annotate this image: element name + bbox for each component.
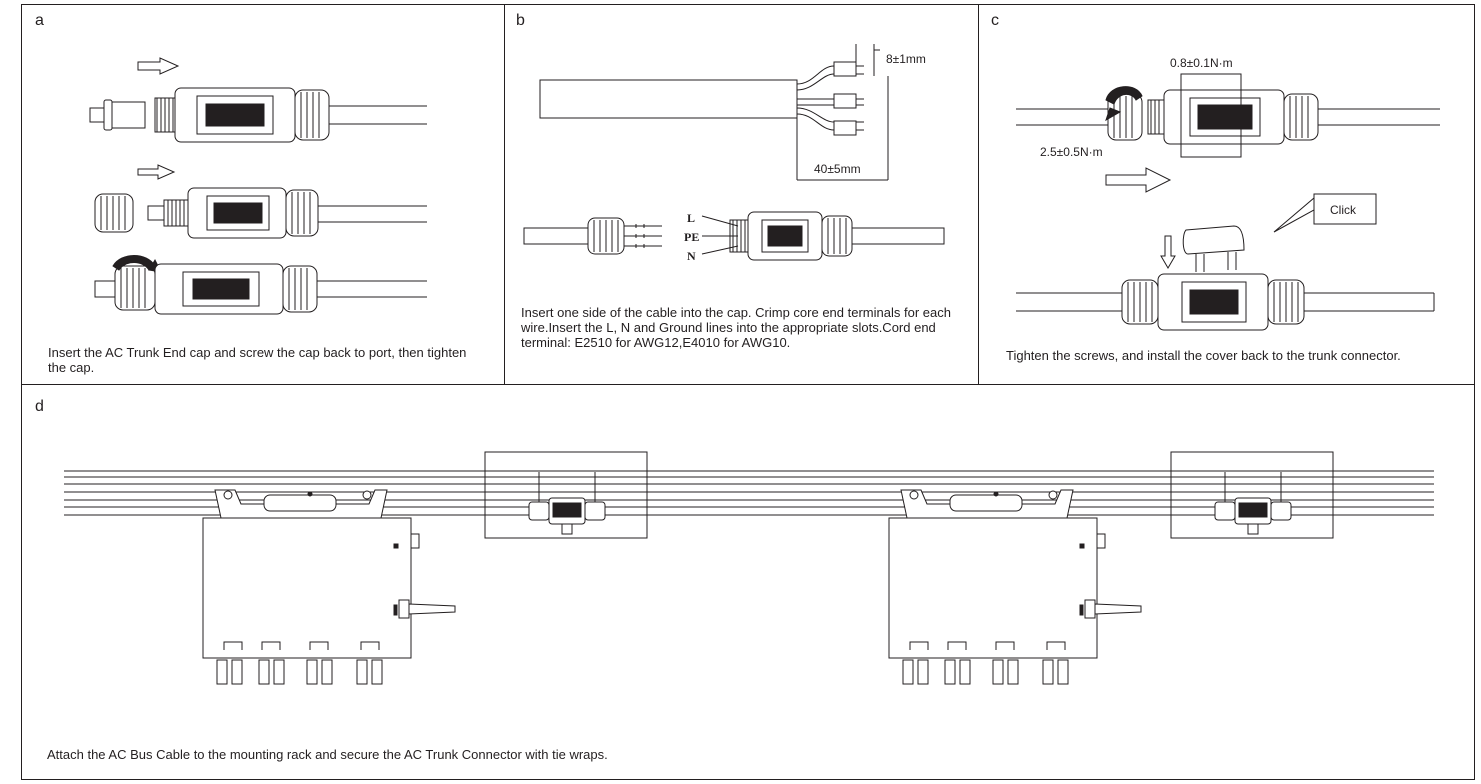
panel-c-letter: c — [991, 12, 999, 29]
panel-d-frame — [21, 384, 1475, 780]
panel-d-letter: d — [35, 398, 44, 415]
torque-body-label: 0.8±0.1N·m — [1170, 56, 1233, 70]
panel-d-illustration — [64, 451, 1434, 685]
dc-connectors-right — [902, 641, 1069, 685]
trunk-connector-3 — [94, 255, 427, 315]
panel-c-caption: Tighten the screws, and install the cove… — [1006, 348, 1401, 363]
trunk-connector-left — [528, 472, 606, 535]
arrow-right-icon — [1105, 167, 1172, 193]
arrow-down-icon — [1160, 235, 1176, 269]
panel-b-letter: b — [516, 12, 525, 29]
click-callout: Click — [1273, 193, 1377, 233]
dc-connectors-left — [216, 641, 383, 685]
connector-cover — [1182, 225, 1245, 272]
sheath-length-label: 40±5mm — [814, 162, 861, 176]
arrow-right-icon — [137, 164, 176, 180]
panel-a-caption: Insert the AC Trunk End cap and screw th… — [48, 345, 467, 375]
tightening-connector — [1016, 73, 1440, 158]
mounting-rails — [64, 470, 1434, 516]
panel-a-letter: a — [35, 12, 44, 29]
panel-a-illustration — [89, 57, 427, 315]
click-label: Click — [1330, 203, 1357, 217]
end-cap — [89, 99, 146, 131]
trunk-connector-1 — [154, 87, 427, 143]
closed-connector — [1016, 273, 1435, 331]
panel-b-caption: Insert one side of the cable into the ca… — [521, 305, 951, 350]
wire-label-l: L — [687, 211, 695, 225]
torque-nut-label: 2.5±0.5N·m — [1040, 145, 1103, 159]
rotate-arrow-icon — [1105, 86, 1143, 122]
stripped-cable — [539, 44, 889, 181]
wire-label-pe: PE — [684, 230, 699, 244]
panel-b-illustration: 8±1mm 40±5mm L PE N — [523, 44, 945, 263]
panel-d-caption: Attach the AC Bus Cable to the mounting … — [47, 747, 608, 762]
trunk-connector-2 — [94, 187, 427, 239]
microinverter-left — [202, 489, 456, 685]
strip-length-label: 8±1mm — [886, 52, 926, 66]
microinverter-right — [888, 489, 1142, 685]
wire-label-n: N — [687, 249, 696, 263]
arrow-right-icon — [137, 57, 180, 75]
trunk-connector-right — [1214, 472, 1292, 535]
wired-connector — [523, 211, 945, 261]
detail-box-left — [484, 451, 648, 539]
panel-c-illustration: 0.8±0.1N·m 2.5±0.5N·m Click — [1016, 56, 1440, 331]
detail-box-right — [1170, 451, 1334, 539]
